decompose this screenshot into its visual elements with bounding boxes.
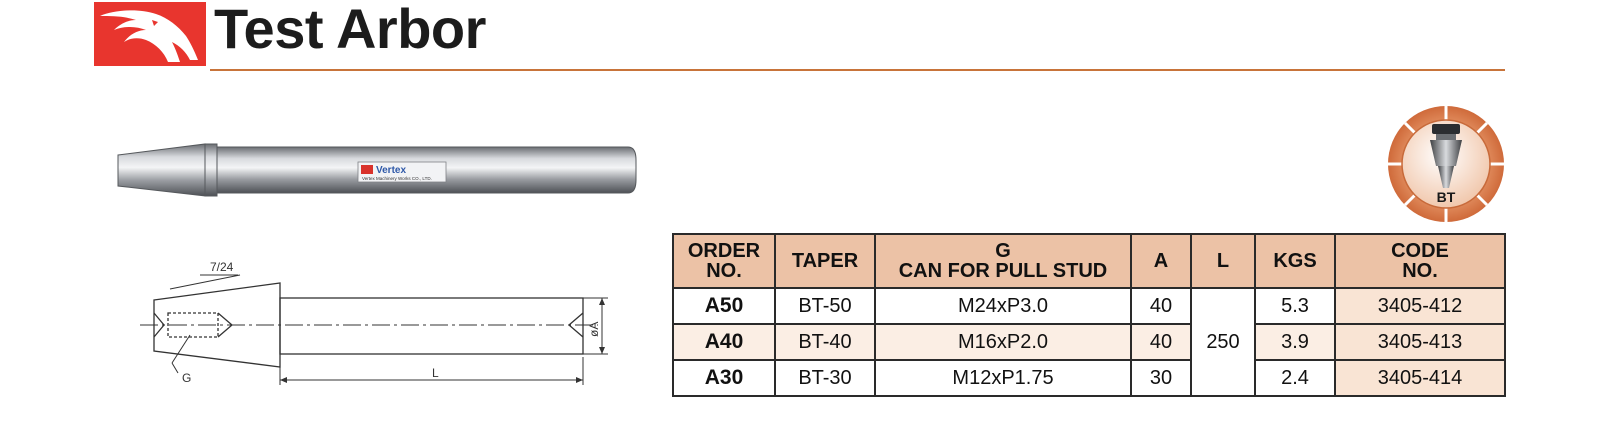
- taper-cell: BT-40: [774, 323, 876, 361]
- l-cell: 250: [1190, 287, 1256, 397]
- badge-label: BT: [1437, 189, 1456, 205]
- title-divider: [210, 69, 1505, 71]
- thread-dim-label: G: [182, 371, 191, 385]
- col-header-l: L: [1190, 233, 1256, 289]
- order-cell: A30: [672, 359, 776, 397]
- thread-cell: M12xP1.75: [874, 359, 1132, 397]
- order-cell: A40: [672, 323, 776, 361]
- thread-cell: M24xP3.0: [874, 287, 1132, 325]
- photo-sub-label: Vertex Machinery Works CO., LTD.: [362, 176, 432, 181]
- a-cell: 30: [1130, 359, 1192, 397]
- table-row: A40 BT-40 M16xP2.0 40 3.9 3405-413: [672, 323, 1506, 361]
- order-cell: A50: [672, 287, 776, 325]
- table-row: A50 BT-50 M24xP3.0 40 250 5.3 3405-412: [672, 287, 1506, 397]
- taper-cell: BT-30: [774, 359, 876, 397]
- kgs-cell: 3.9: [1254, 323, 1336, 361]
- taper-cell: BT-50: [774, 287, 876, 325]
- thread-cell: M16xP2.0: [874, 323, 1132, 361]
- length-dim-label: L: [432, 366, 439, 380]
- photo-brand-label: Vertex: [376, 165, 406, 176]
- kgs-cell: 2.4: [1254, 359, 1336, 397]
- page-title: Test Arbor: [214, 0, 486, 60]
- bt-taper-badge: BT: [1388, 106, 1504, 222]
- col-header-kgs: KGS: [1254, 233, 1336, 289]
- brand-logo: [94, 2, 206, 66]
- a-cell: 40: [1130, 287, 1192, 325]
- code-cell: 3405-413: [1334, 323, 1506, 361]
- code-cell: 3405-412: [1334, 287, 1506, 325]
- col-header-taper: TAPER: [774, 233, 876, 289]
- code-cell: 3405-414: [1334, 359, 1506, 397]
- taper-ratio-label: 7/24: [210, 260, 234, 274]
- test-arbor-photo: Vertex Vertex Machinery Works CO., LTD.: [117, 143, 637, 197]
- technical-drawing: 7/24 G L øA: [140, 260, 608, 385]
- diameter-dim-label: øA: [587, 322, 601, 337]
- a-cell: 40: [1130, 323, 1192, 361]
- kgs-cell: 5.3: [1254, 287, 1336, 325]
- table-row: A30 BT-30 M12xP1.75 30 2.4 3405-414: [672, 359, 1506, 397]
- col-header-a: A: [1130, 233, 1192, 289]
